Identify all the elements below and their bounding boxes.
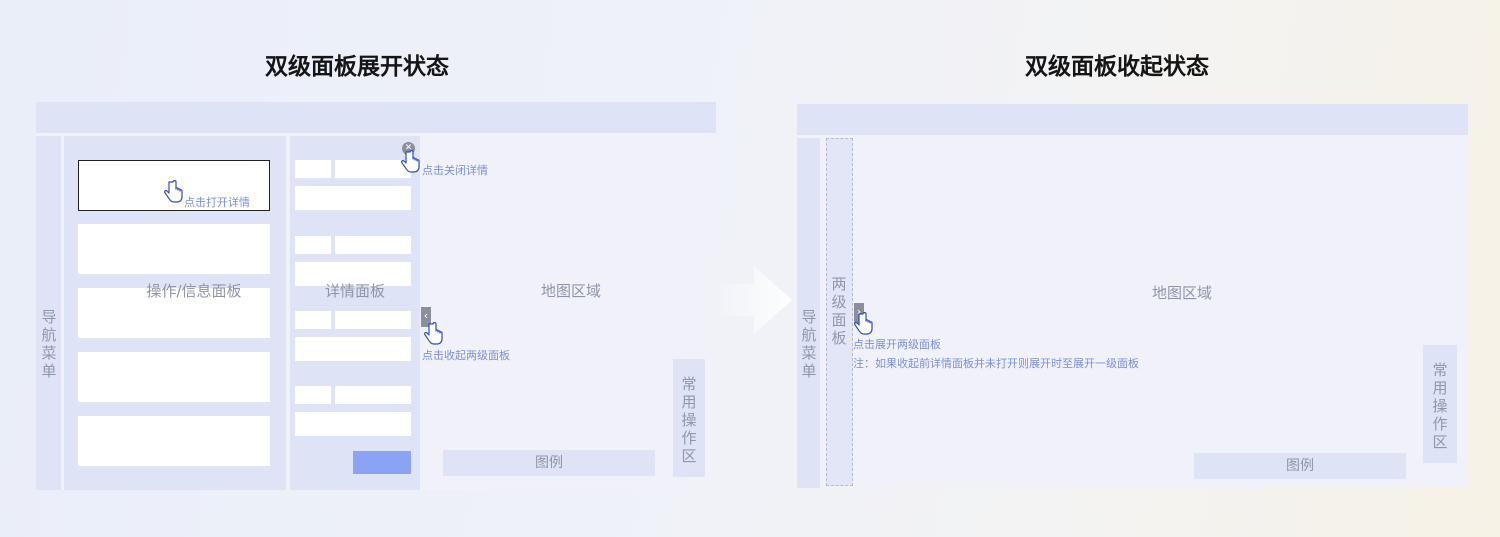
common-ops-panel: 常用操作区 (673, 359, 705, 477)
hand-cursor-icon (401, 150, 420, 173)
hand-cursor-icon (424, 322, 443, 345)
common-ops-panel: 常用操作区 (1423, 345, 1457, 463)
secondary-panel-label: 两级面板 (831, 275, 847, 347)
detail-panel: 详情面板 (290, 136, 420, 490)
collapsed-state-title: 双级面板收起状态 (1025, 54, 1209, 80)
hand-cursor-icon (164, 180, 183, 203)
hint-expand: 点击展开两级面板 (853, 338, 941, 351)
nav-menu-strip: 导航菜单 (36, 136, 61, 490)
nav-menu-strip: 导航菜单 (797, 138, 820, 488)
expanded-state-frame: 导航菜单 操作/信息面板 详情面板 地图区域 常用操作区 图例 (36, 102, 716, 490)
hand-cursor-icon (854, 312, 873, 335)
list-item[interactable] (78, 416, 270, 466)
detail-panel-label: 详情面板 (324, 282, 385, 300)
detail-field-label (295, 236, 331, 254)
top-bar (797, 104, 1468, 135)
nav-menu-label: 导航菜单 (41, 308, 57, 380)
list-item[interactable] (78, 352, 270, 402)
info-panel-label: 操作/信息面板 (146, 282, 242, 300)
collapse-handle[interactable]: ‹ (421, 307, 431, 327)
legend-bar: 图例 (443, 450, 655, 476)
detail-submit-button[interactable] (353, 451, 411, 474)
map-area-label: 地图区域 (1151, 284, 1212, 302)
collapsed-secondary-panel: 两级面板 (826, 138, 853, 486)
detail-field-value (335, 386, 411, 404)
detail-field-label (295, 311, 331, 329)
detail-field-label (295, 160, 331, 178)
collapsed-state-frame: 导航菜单 两级面板 地图区域 常用操作区 图例 (797, 104, 1468, 488)
common-ops-label: 常用操作区 (681, 375, 697, 465)
detail-field-wide (295, 186, 411, 210)
hint-close-detail: 点击关闭详情 (422, 164, 488, 177)
expand-handle[interactable]: › (854, 303, 864, 323)
detail-field-value (335, 236, 411, 254)
nav-menu-label: 导航菜单 (801, 308, 817, 380)
detail-field-wide (295, 262, 411, 286)
collapse-note: 注：如果收起前详情面板并未打开则展开时至展开一级面板 (853, 357, 1139, 370)
top-bar (36, 102, 716, 133)
expanded-state-title: 双级面板展开状态 (265, 54, 449, 80)
detail-field-wide (295, 337, 411, 361)
hint-collapse: 点击收起两级面板 (422, 349, 510, 362)
list-item[interactable] (78, 224, 270, 274)
detail-field-value (335, 160, 411, 178)
detail-field-label (295, 386, 331, 404)
transition-arrow-icon (720, 266, 792, 334)
detail-field-value (335, 311, 411, 329)
list-item[interactable] (78, 288, 270, 338)
common-ops-label: 常用操作区 (1432, 361, 1448, 451)
detail-field-wide (295, 412, 411, 436)
legend-bar: 图例 (1194, 453, 1406, 479)
map-area-label: 地图区域 (540, 282, 601, 300)
hint-open-detail: 点击打开详情 (184, 196, 250, 209)
